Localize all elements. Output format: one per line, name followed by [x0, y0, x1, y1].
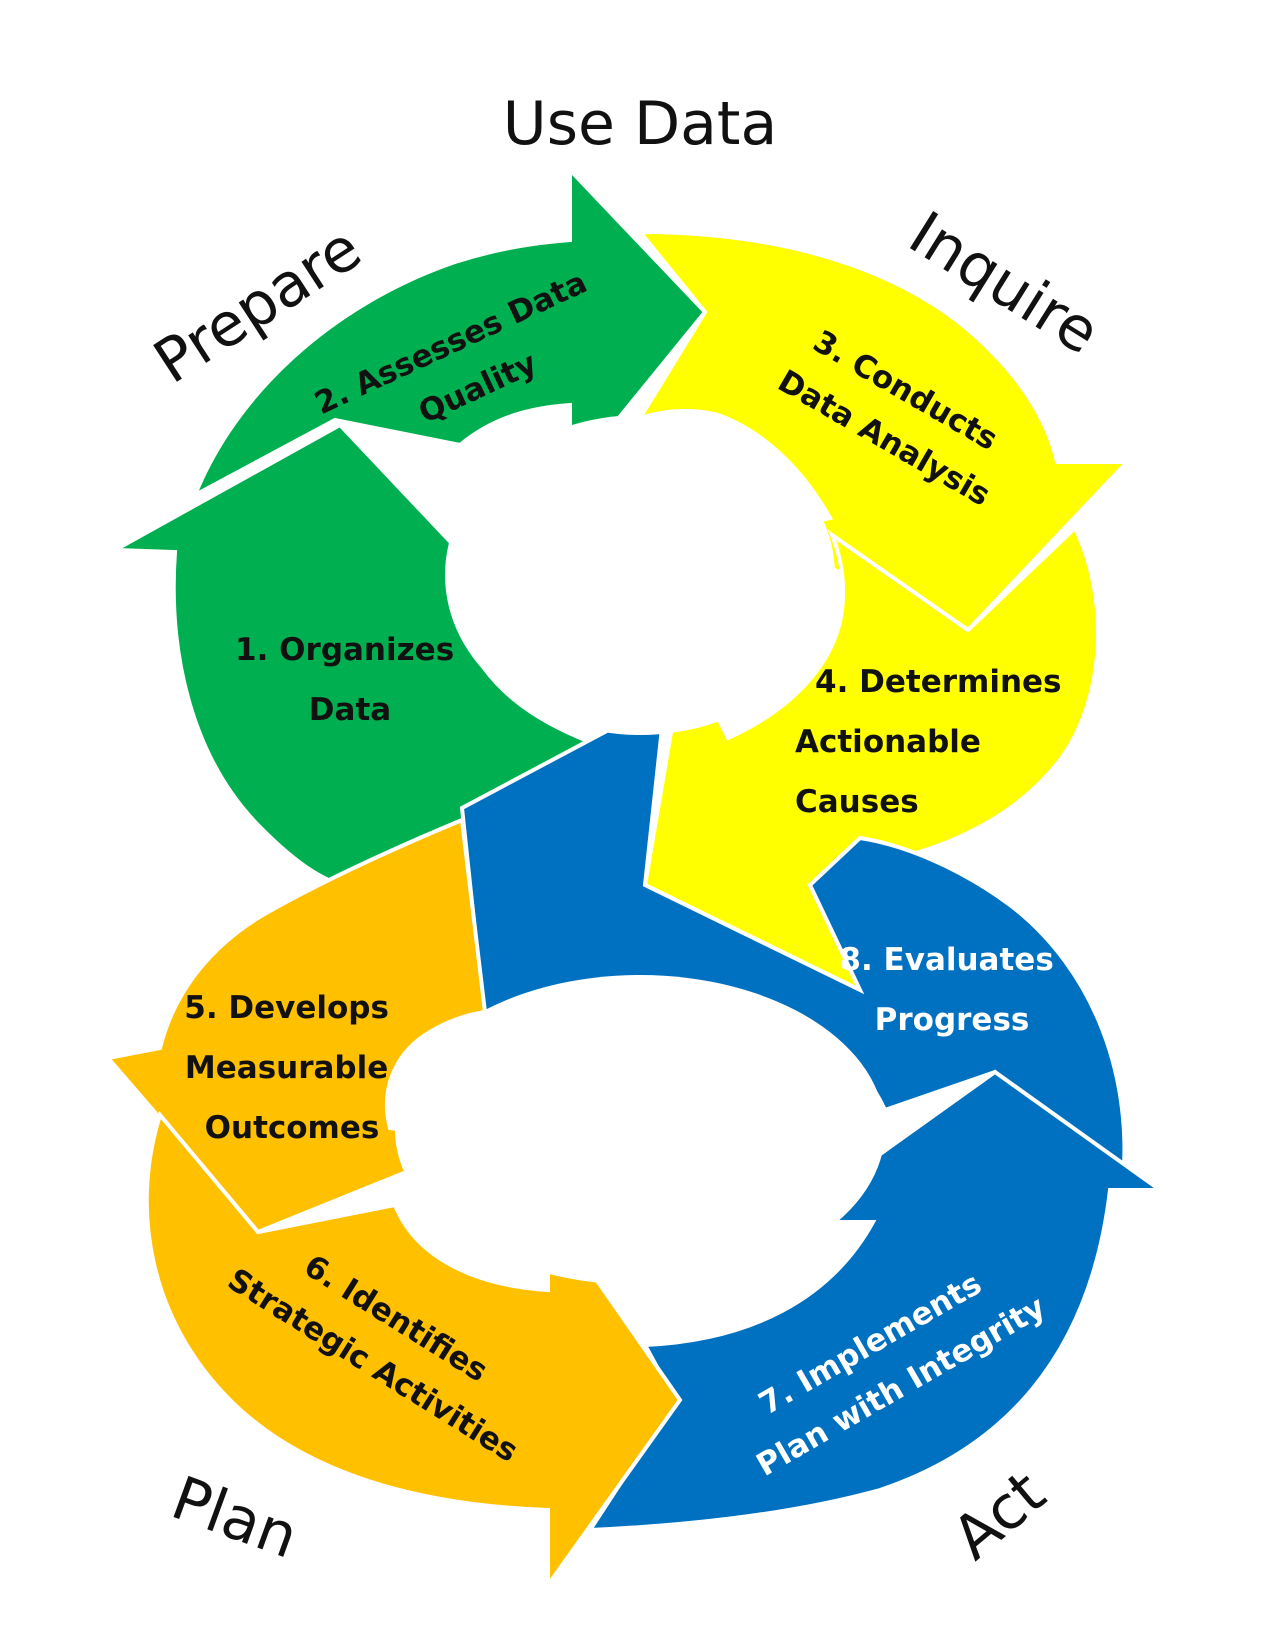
arrow-step-2 — [191, 164, 708, 500]
phase-label-plan: Plan — [163, 1463, 307, 1572]
arrow-step-5 — [104, 817, 488, 1235]
step-4-label: 4. Determines Actionable Causes — [795, 664, 1072, 820]
upper-loop-center — [445, 415, 835, 735]
step-1-label: 1. Organizes Data — [235, 632, 465, 728]
arrow-step-3 — [635, 229, 1132, 633]
phase-label-act: Act — [940, 1458, 1059, 1574]
arrow-step-6 — [144, 1110, 683, 1592]
step-5-label: 5. Develops Measurable Outcomes — [184, 990, 400, 1146]
arrow-step-7 — [586, 1069, 1167, 1533]
diagram-title: Use Data — [503, 89, 777, 159]
lower-loop-center — [395, 975, 885, 1285]
step-8-label: 8. Evaluates Progress — [839, 942, 1064, 1038]
